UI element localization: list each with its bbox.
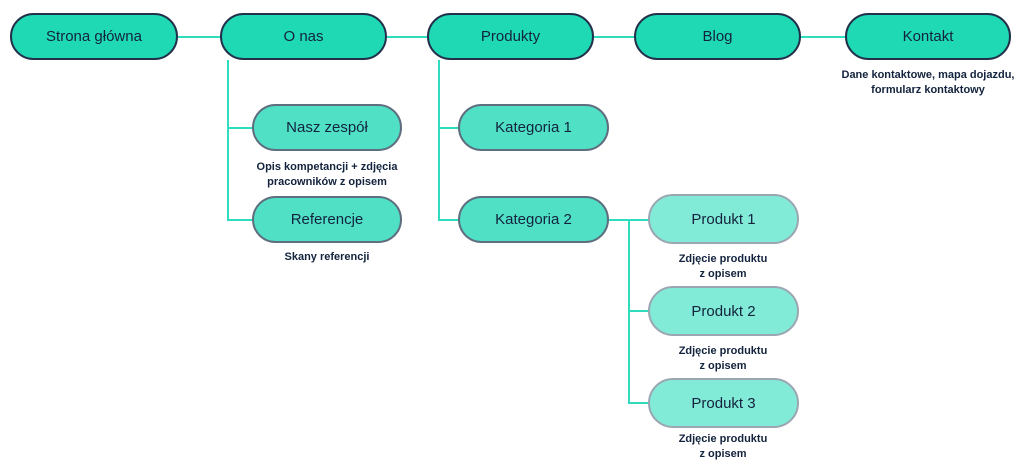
- node-label: Kategoria 1: [495, 119, 572, 136]
- node-produkt-1[interactable]: Produkt 1: [648, 194, 799, 244]
- node-label: Nasz zespół: [286, 119, 368, 136]
- node-caption-kontakt: Dane kontaktowe, mapa dojazdu, formularz…: [841, 69, 1015, 96]
- node-kategoria-1[interactable]: Kategoria 1: [458, 104, 609, 151]
- node-caption-referencje: Skany referencji: [284, 251, 370, 263]
- node-blog[interactable]: Blog: [634, 13, 801, 60]
- node-produkt-2[interactable]: Produkt 2: [648, 286, 799, 336]
- node-produkt-3[interactable]: Produkt 3: [648, 378, 799, 428]
- node-label: Strona główna: [46, 28, 142, 45]
- node-caption-produkt-1: Zdjęcie produktu z opisem: [678, 253, 768, 280]
- node-label: Referencje: [290, 211, 364, 228]
- node-caption-produkt-3: Zdjęcie produktu z opisem: [678, 433, 768, 460]
- node-referencje[interactable]: Referencje: [252, 196, 402, 243]
- node-nasz-zespol[interactable]: Nasz zespół: [252, 104, 402, 151]
- node-produkty[interactable]: Produkty: [427, 13, 594, 60]
- node-label: Blog: [702, 28, 733, 45]
- node-label: Produkty: [480, 28, 541, 45]
- node-label: O nas: [283, 28, 324, 45]
- node-label: Produkt 1: [691, 210, 756, 228]
- node-label: Produkt 2: [691, 302, 756, 320]
- node-kategoria-2[interactable]: Kategoria 2: [458, 196, 609, 243]
- node-strona-glowna[interactable]: Strona główna: [10, 13, 178, 60]
- node-caption-produkt-2: Zdjęcie produktu z opisem: [678, 345, 768, 372]
- node-label: Kontakt: [902, 28, 954, 45]
- node-o-nas[interactable]: O nas: [220, 13, 387, 60]
- node-kontakt[interactable]: Kontakt: [845, 13, 1011, 60]
- node-label: Kategoria 2: [495, 211, 572, 228]
- node-label: Produkt 3: [691, 394, 756, 412]
- node-caption-nasz-zespol: Opis kompetancji + zdjęcia pracowników z…: [256, 161, 398, 188]
